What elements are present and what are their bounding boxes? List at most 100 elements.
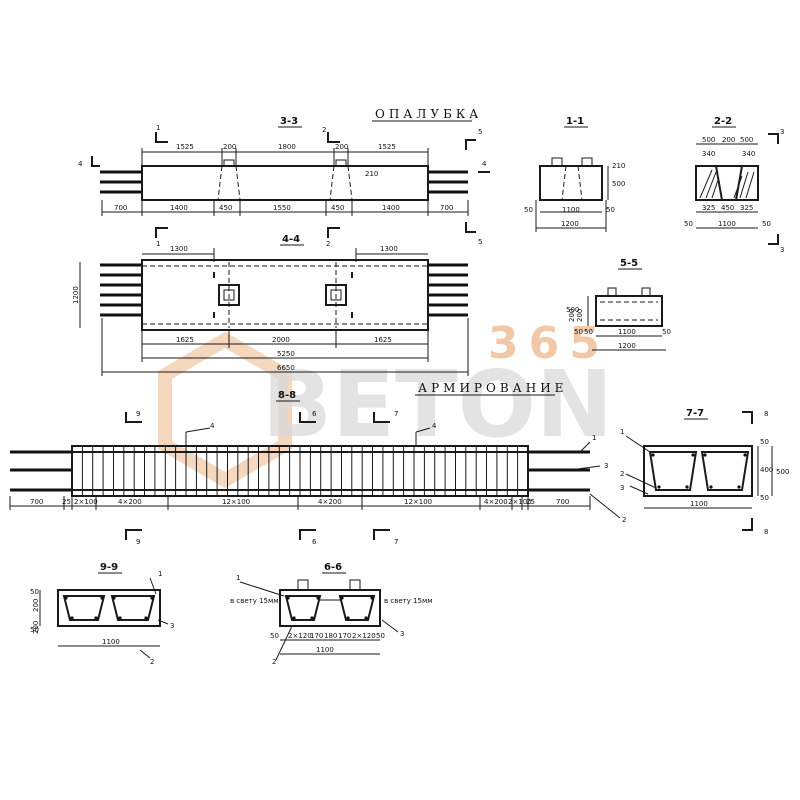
- dim-4-4-side: 1200: [72, 286, 80, 304]
- section-3-3-label: 3-3: [280, 116, 298, 127]
- callout-2-88: 2: [622, 516, 626, 524]
- dim-5-5-bot-1: 50: [584, 328, 593, 336]
- dim-8-8-bottom: 2×100: [508, 498, 532, 506]
- cut-mark-6-bottom: 6: [312, 538, 317, 546]
- dim-8-8-bottom: 25: [62, 498, 71, 506]
- callout-3-99: 3: [170, 622, 174, 630]
- dim-5-5-bot-3: 50: [662, 328, 671, 336]
- dim-9-9-total: 1100: [102, 638, 120, 646]
- dim-8-8-bottom: 4×200: [118, 498, 142, 506]
- dim-3-3-top-4: 200: [335, 143, 348, 151]
- cut-mark-1-bottom: 1: [156, 240, 160, 248]
- dim-7-7-side-4: 500: [776, 468, 789, 476]
- dim-6-6-bot-6: 2×120: [352, 632, 376, 640]
- dim-3-3-bot-4: 1550: [273, 204, 291, 212]
- dim-3-3-bot-5: 450: [331, 204, 344, 212]
- dim-6-6-bot-1: 50: [270, 632, 279, 640]
- dim-7-7-side-2: 400: [760, 466, 773, 474]
- dim-8-8-bottom: 4×200: [484, 498, 508, 506]
- section-2-2: 2-2 500 200 500 340 340 325 450 325 50 5…: [684, 116, 784, 254]
- dim-6-6-bot-3: 170: [310, 632, 323, 640]
- cut-mark-8-bottom: 8: [764, 528, 768, 536]
- dim-6-6-total: 1100: [316, 646, 334, 654]
- dim-3-3-bot-3: 450: [219, 204, 232, 212]
- cut-mark-9-bottom: 9: [136, 538, 140, 546]
- section-4-4: 4-4 1300 1300 1200: [72, 234, 469, 376]
- beam-elevation: [141, 165, 429, 201]
- cut-mark-5-bottom: 5: [478, 238, 482, 246]
- dim-1-1-side-1: 500: [612, 180, 625, 188]
- dim-1-1-bot-3: 50: [606, 206, 615, 214]
- section-7-7-label: 7-7: [686, 408, 704, 419]
- dim-8-8-bottom: 700: [556, 498, 569, 506]
- dim-2-2-top-1: 500: [702, 136, 715, 144]
- cut-mark-8-top: 8: [764, 410, 768, 418]
- watermark-text: BETON: [262, 351, 613, 458]
- section-8-8-label: 8-8: [278, 390, 296, 401]
- section-5-5-label: 5-5: [620, 258, 638, 269]
- dim-3-3-bot-2: 1400: [170, 204, 188, 212]
- dim-8-8-bottom: 2×100: [74, 498, 98, 506]
- section-6-6: 6-6 в свету 15мм в свету 15мм 1 3 2 50 2…: [230, 562, 433, 666]
- dim-2-2-total: 1100: [718, 220, 736, 228]
- dim-2-2-top-2: 200: [722, 136, 735, 144]
- cut-mark-3-top: 3: [780, 128, 784, 136]
- cut-mark-9-top: 9: [136, 410, 140, 418]
- dim-2-2-inner-1: 340: [702, 150, 715, 158]
- dim-9-9-side-4: 50: [30, 626, 39, 634]
- dim-2-2-top-3: 500: [740, 136, 753, 144]
- dim-6-6-bot-4: 180: [324, 632, 337, 640]
- dim-1-1-bot-1: 50: [524, 206, 533, 214]
- dim-6-6-bot-2: 2×120: [288, 632, 312, 640]
- dim-5-5-total: 1200: [618, 342, 636, 350]
- section-3-3: 3-3 1525 200 1800 200 1525 210: [78, 116, 490, 248]
- callout-3-77: 3: [620, 484, 624, 492]
- callout-3-66: 3: [400, 630, 404, 638]
- dim-4-4-row2: 5250: [277, 350, 295, 358]
- dim-1-1-total: 1200: [561, 220, 579, 228]
- dim-5-5-side-4: 50: [574, 328, 583, 336]
- dim-1-1-bot-2: 1100: [562, 206, 580, 214]
- section-1-1-label: 1-1: [566, 116, 584, 127]
- heading-reinforcement: АРМИРОВАНИЕ: [418, 381, 567, 395]
- cut-mark-1-top: 1: [156, 124, 160, 132]
- watermark: 365 BETON: [158, 318, 613, 489]
- heading-formwork: ОПАЛУБКА: [375, 107, 482, 121]
- section-1-1: 1-1 500 210 50 1100 50 1200: [524, 116, 625, 232]
- dim-3-3-bot-1: 700: [114, 204, 127, 212]
- dim-7-7-side-3: 50: [760, 494, 769, 502]
- cut-mark-4-right: 4: [482, 160, 487, 168]
- section-7-7: 7-7 50 400 50 500 1100 1 2 3 8 8: [620, 408, 789, 536]
- callout-3-88: 3: [604, 462, 608, 470]
- cut-mark-2-bottom: 2: [326, 240, 330, 248]
- section-6-6-label: 6-6: [324, 562, 342, 573]
- section-4-4-label: 4-4: [282, 234, 300, 245]
- dim-7-7-total: 1100: [690, 500, 708, 508]
- dim-9-9-side-2: 200: [32, 599, 40, 612]
- dim-8-8-bottom: 12×100: [404, 498, 432, 506]
- dim-8-8-bottom: 700: [30, 498, 43, 506]
- callout-2-66: 2: [272, 658, 276, 666]
- dim-3-3-bot-7: 700: [440, 204, 453, 212]
- section-9-9: 9-9 50 200 200 50 1100 1 3 2: [30, 562, 174, 666]
- dim-6-6-bot-7: 50: [376, 632, 385, 640]
- cut-mark-3-bottom: 3: [780, 246, 784, 254]
- dim-4-4-row1-1: 1625: [176, 336, 194, 344]
- note-clear-right: в свету 15мм: [384, 597, 433, 605]
- stirrups-group: [81, 446, 519, 496]
- callout-1-99: 1: [158, 570, 162, 578]
- dim-9-9-side-3: 200: [32, 621, 40, 634]
- cut-mark-4-left: 4: [78, 160, 83, 168]
- dim-2-2-bot-4: 325: [740, 204, 753, 212]
- callout-4-right: 4: [432, 422, 437, 430]
- dim-9-9-side-1: 50: [30, 588, 39, 596]
- dim-5-5-side-1: 500: [566, 306, 579, 314]
- section-9-9-label: 9-9: [100, 562, 118, 573]
- dim-4-4-row3: 6650: [277, 364, 295, 372]
- dim-4-4-row1-3: 1625: [374, 336, 392, 344]
- note-clear-left: в свету 15мм: [230, 597, 279, 605]
- cut-mark-2-top: 2: [322, 126, 326, 134]
